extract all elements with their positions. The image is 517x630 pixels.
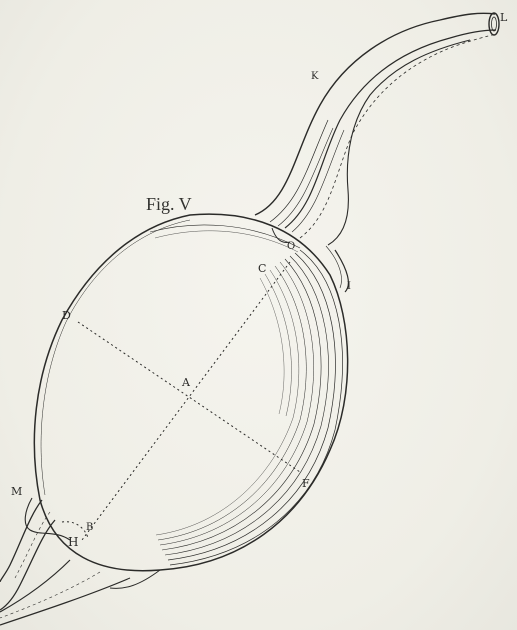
label-D: D <box>62 309 71 322</box>
label-I: I <box>347 281 351 292</box>
label-K: K <box>311 71 319 82</box>
label-L: L <box>500 11 508 24</box>
globe-body <box>34 214 347 571</box>
axis-line-C-B <box>82 262 290 540</box>
label-M: M <box>11 485 22 498</box>
label-A: A <box>181 376 191 389</box>
label-H: H <box>68 535 78 549</box>
label-B: B <box>86 522 93 533</box>
label-O: O <box>287 241 295 252</box>
lower-duct <box>0 498 160 625</box>
label-F: F <box>302 477 310 490</box>
figure-title: Fig. V <box>146 194 192 214</box>
label-C: C <box>258 262 266 275</box>
axis-line-D-F <box>78 322 300 472</box>
axis-lines <box>62 262 300 540</box>
